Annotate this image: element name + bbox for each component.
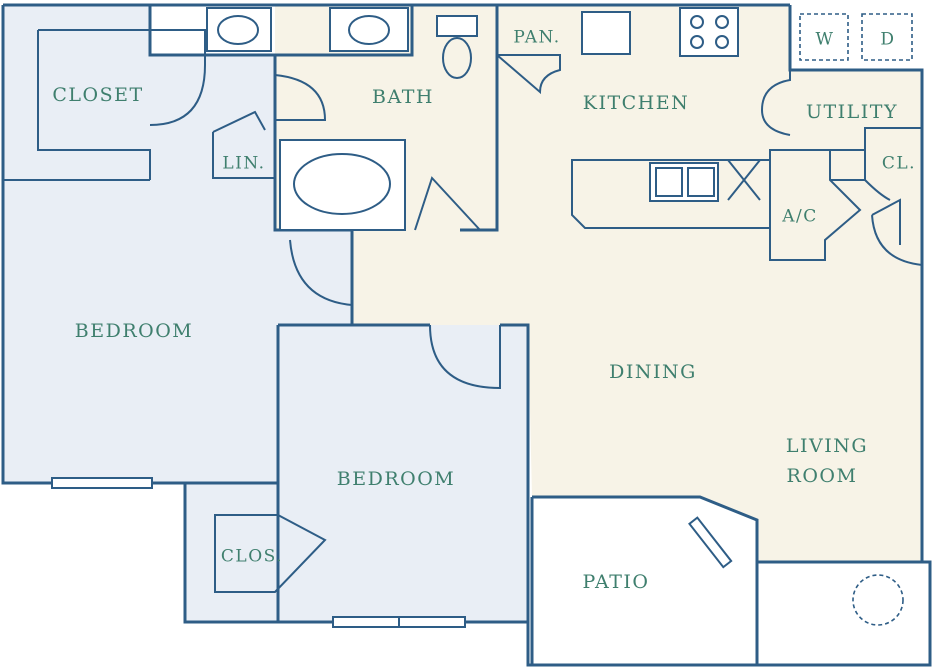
bath-right-wall xyxy=(460,5,499,232)
kitchen-fixtures xyxy=(496,7,771,229)
label-bedroom1: BEDROOM xyxy=(75,320,193,342)
label-living-2: ROOM xyxy=(787,465,858,487)
utility-area xyxy=(760,13,913,136)
linen-closet xyxy=(212,110,275,179)
label-bath: BATH xyxy=(372,86,434,108)
closet2-fill xyxy=(185,483,278,622)
ac-closet xyxy=(769,127,923,266)
label-washer: W xyxy=(816,30,835,50)
room-fills xyxy=(3,5,922,622)
label-pantry: PAN. xyxy=(513,28,560,48)
label-linen: LIN. xyxy=(222,154,265,174)
label-patio: PATIO xyxy=(583,571,650,593)
bedroom2-top-wall xyxy=(278,323,530,622)
label-dining: DINING xyxy=(609,361,697,383)
label-coat-closet: CL. xyxy=(882,154,916,174)
label-ac: A/C xyxy=(781,207,818,227)
label-kitchen: KITCHEN xyxy=(583,92,689,114)
outer-wall-right xyxy=(755,5,932,667)
label-living-1: LIVING xyxy=(786,435,868,457)
doors xyxy=(214,239,501,593)
label-utility: UTILITY xyxy=(806,101,898,123)
label-dryer: D xyxy=(880,30,895,50)
closet1 xyxy=(3,29,206,181)
outer-wall-left xyxy=(1,5,757,667)
label-closet: CLOSET xyxy=(52,84,143,106)
bath-fixtures xyxy=(206,7,481,231)
patio-lamp xyxy=(852,574,904,626)
label-closet2: CLOS. xyxy=(221,547,283,567)
patio-wall xyxy=(530,495,759,665)
room-labels: CLOSET BATH PAN. KITCHEN W D UTILITY LIN… xyxy=(52,28,916,594)
bedroom2-fill xyxy=(278,325,528,622)
bedroom1-fill xyxy=(3,5,352,483)
label-bedroom2: BEDROOM xyxy=(337,468,455,490)
windows xyxy=(51,477,733,628)
walls xyxy=(1,3,932,667)
living-fill xyxy=(275,5,922,562)
